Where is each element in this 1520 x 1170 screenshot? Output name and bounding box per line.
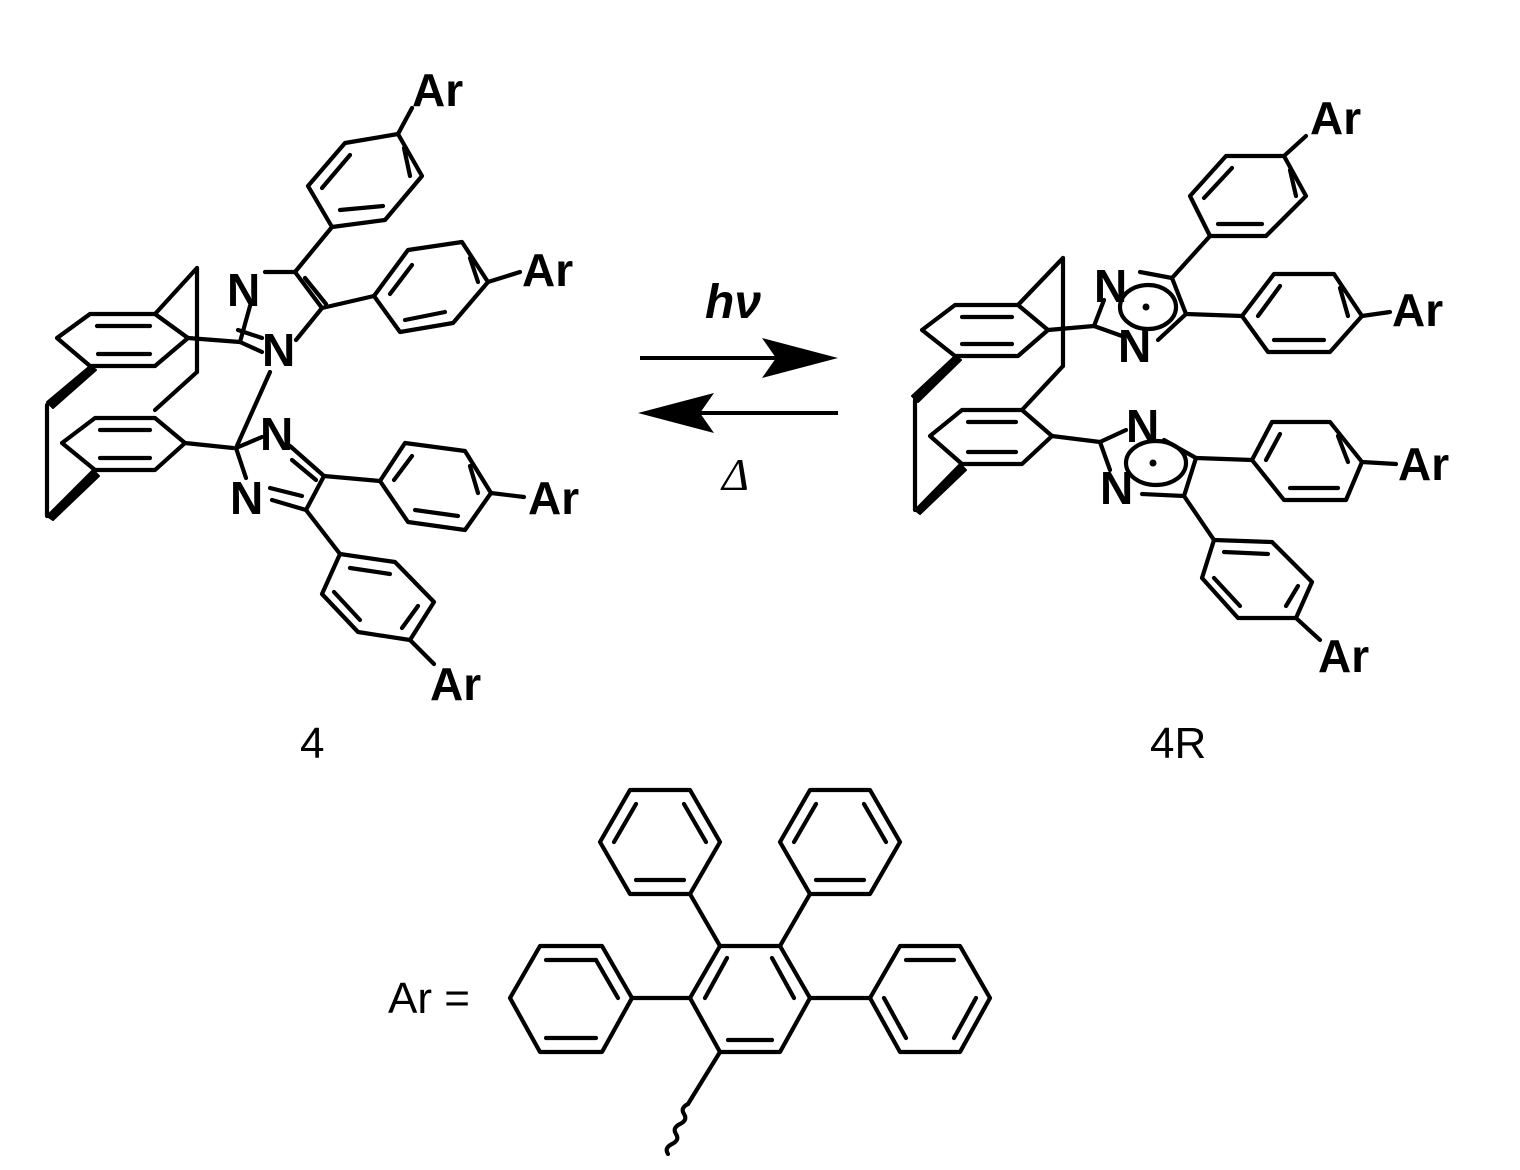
forward-condition-hv: hν [705, 276, 761, 329]
right-aryl-label-2: Ar [1392, 284, 1443, 336]
compound-4-structure [44, 105, 527, 667]
ar-substituent-structure [507, 787, 993, 1157]
left-lower-imidazole-n1: N [230, 472, 263, 524]
equilibrium-arrows [638, 338, 838, 433]
left-aryl-label-1: Ar [412, 64, 463, 116]
reverse-condition-delta: Δ [720, 449, 749, 500]
left-lower-imidazole-n3: N [260, 408, 293, 460]
right-upper-ring-n3: N [1094, 260, 1127, 312]
left-aryl-label-4: Ar [430, 658, 481, 710]
right-aryl-label-3: Ar [1398, 438, 1449, 490]
right-lower-ring-n3: N [1126, 400, 1159, 452]
right-lower-ring-n1: N [1100, 462, 1133, 514]
left-aryl-label-2: Ar [522, 244, 573, 296]
compound-4r-structure [911, 133, 1399, 643]
right-upper-ring-n1: N [1118, 320, 1151, 372]
left-upper-imidazole-n3: N [227, 264, 260, 316]
right-aryl-label-1: Ar [1310, 92, 1361, 144]
right-aryl-label-4: Ar [1318, 630, 1369, 682]
left-aryl-label-3: Ar [528, 472, 579, 524]
ar-definition-label: Ar = [388, 974, 470, 1023]
left-upper-imidazole-n1: N [262, 324, 295, 376]
compound-4r-label: 4R [1150, 719, 1206, 768]
compound-4-label: 4 [300, 719, 324, 768]
